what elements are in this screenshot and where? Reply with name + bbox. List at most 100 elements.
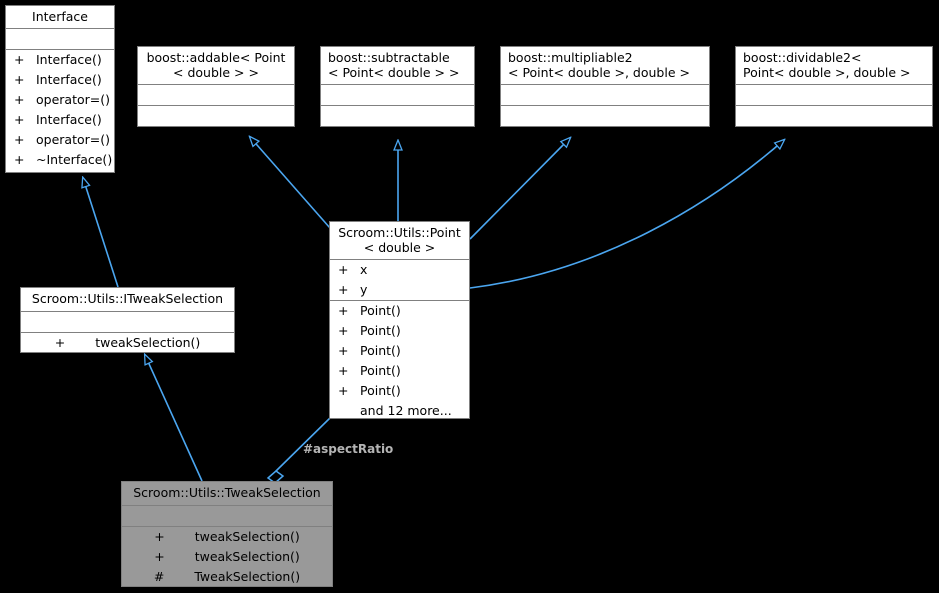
methods-compartment-point: + Point() + Point() + Point() + Point() + Poi… [330,301,469,421]
member-name: tweakSelection() [95,335,201,350]
methods-compartment-boost-dividable2 [736,106,932,126]
member-row: + tweakSelection() [122,527,332,547]
class-title-boost-subtractable: boost::subtractable < Point< double > > [321,47,474,85]
member-row: # TweakSelection() [122,567,332,587]
attributes-compartment-boost-dividable2 [736,85,932,106]
class-title-interface: Interface [6,6,114,29]
class-node-interface[interactable]: Interface + Interface() + Interface() + ope… [5,5,115,173]
member-row: + tweakSelection() [21,333,234,353]
empty-attributes [501,85,709,105]
edge-point-to-multipliable2 [469,138,570,240]
member-row: + operator=() [6,130,114,150]
member-row: + Point() [330,361,469,381]
empty-methods [321,106,474,126]
visibility: + [338,323,349,338]
attributes-compartment-itweakselection [21,312,234,333]
member-name: operator=() [36,92,110,107]
member-row: + Point() [330,381,469,401]
member-row: +tweakSelection() [122,547,332,567]
class-node-boost-subtractable[interactable]: boost::subtractable < Point< double > > [320,46,475,127]
member-name: x [360,262,368,277]
visibility: + [338,282,349,297]
attributes-compartment-tweakselection [122,506,332,527]
empty-methods [736,106,932,126]
class-node-boost-addable[interactable]: boost::addable< Point < double > > [137,46,295,127]
attributes-compartment-boost-multipliable2 [501,85,709,106]
methods-compartment-boost-subtractable [321,106,474,126]
member-name: Point() [360,343,401,358]
visibility: + [338,343,349,358]
empty-attributes [122,506,332,526]
visibility: + [14,152,25,167]
empty-attributes [321,85,474,105]
member-row: + Interface() [6,110,114,130]
edge-point-to-addable [250,137,331,229]
member-row: + operator=() [6,90,114,110]
member-name: Point() [360,303,401,318]
member-name: operator=() [36,132,110,147]
class-node-tweakselection[interactable]: Scroom::Utils::TweakSelection + tweakSele… [121,481,333,587]
member-name: Interface() [36,52,102,67]
edge-point-to-dividable2 [469,140,784,289]
empty-methods [138,106,294,126]
member-row: + Point() [330,301,469,321]
visibility: + [14,72,25,87]
class-title-boost-multipliable2: boost::multipliable2 < Point< double >, … [501,47,709,85]
class-title-itweakselection: Scroom::Utils::ITweakSelection [21,288,234,312]
member-name: Interface() [36,112,102,127]
class-title-boost-dividable2: boost::dividable2< Point< double >, doub… [736,47,932,85]
attributes-compartment-point: +x +y [330,260,469,301]
empty-attributes [138,85,294,105]
visibility: + [54,335,66,350]
class-node-itweakselection[interactable]: Scroom::Utils::ITweakSelection + tweakSel… [20,287,235,353]
methods-compartment-boost-addable [138,106,294,126]
class-title-tweakselection: Scroom::Utils::TweakSelection [122,482,332,506]
member-row: +y [330,280,469,300]
visibility: + [14,132,25,147]
class-title-boost-addable: boost::addable< Point < double > > [138,47,294,85]
visibility: + [14,112,25,127]
member-name: TweakSelection() [194,569,301,584]
member-name: Interface() [36,72,102,87]
class-node-point[interactable]: Scroom::Utils::Point < double > +x +y +P… [329,221,470,419]
visibility: + [154,529,165,544]
member-row: + Interface() [6,70,114,90]
visibility: + [338,262,349,277]
member-name: and 12 more... [360,403,452,418]
member-row: + Interface() [6,50,114,70]
empty-attributes [21,312,234,332]
class-title-point: Scroom::Utils::Point < double > [330,222,469,260]
member-name: tweakSelection() [194,529,300,544]
edge-tweakselection-to-itweakselection [145,355,203,482]
methods-compartment-boost-multipliable2 [501,106,709,126]
visibility: + [154,549,165,564]
member-name: ~Interface() [36,152,113,167]
empty-attributes [736,85,932,105]
methods-compartment-itweakselection: + tweakSelection() [21,333,234,353]
class-node-boost-multipliable2[interactable]: boost::multipliable2 < Point< double >, … [500,46,710,127]
attributes-compartment-interface [6,29,114,50]
visibility: + [338,303,349,318]
empty-methods [501,106,709,126]
attributes-compartment-boost-addable [138,85,294,106]
member-row: + ~Interface() [6,150,114,170]
edge-itweakselection-to-interface [83,178,119,288]
member-row: + Point() [330,321,469,341]
visibility: # [153,569,165,584]
class-node-boost-dividable2[interactable]: boost::dividable2< Point< double >, doub… [735,46,933,127]
member-row: +x [330,260,469,280]
visibility: + [14,92,25,107]
member-row: + Point() [330,341,469,361]
member-name: Point() [360,383,401,398]
methods-compartment-tweakselection: +tweakSelection() +tweakSelection() #Twe… [122,527,332,587]
empty-attributes [6,29,114,49]
member-name: Point() [360,323,401,338]
visibility: + [338,383,349,398]
member-row-more: and 12 more... [330,401,469,421]
attributes-compartment-boost-subtractable [321,85,474,106]
edge-label-aspect-ratio: #aspectRatio [303,442,394,456]
visibility: + [14,52,25,67]
visibility: + [338,363,349,378]
member-name: Point() [360,363,401,378]
